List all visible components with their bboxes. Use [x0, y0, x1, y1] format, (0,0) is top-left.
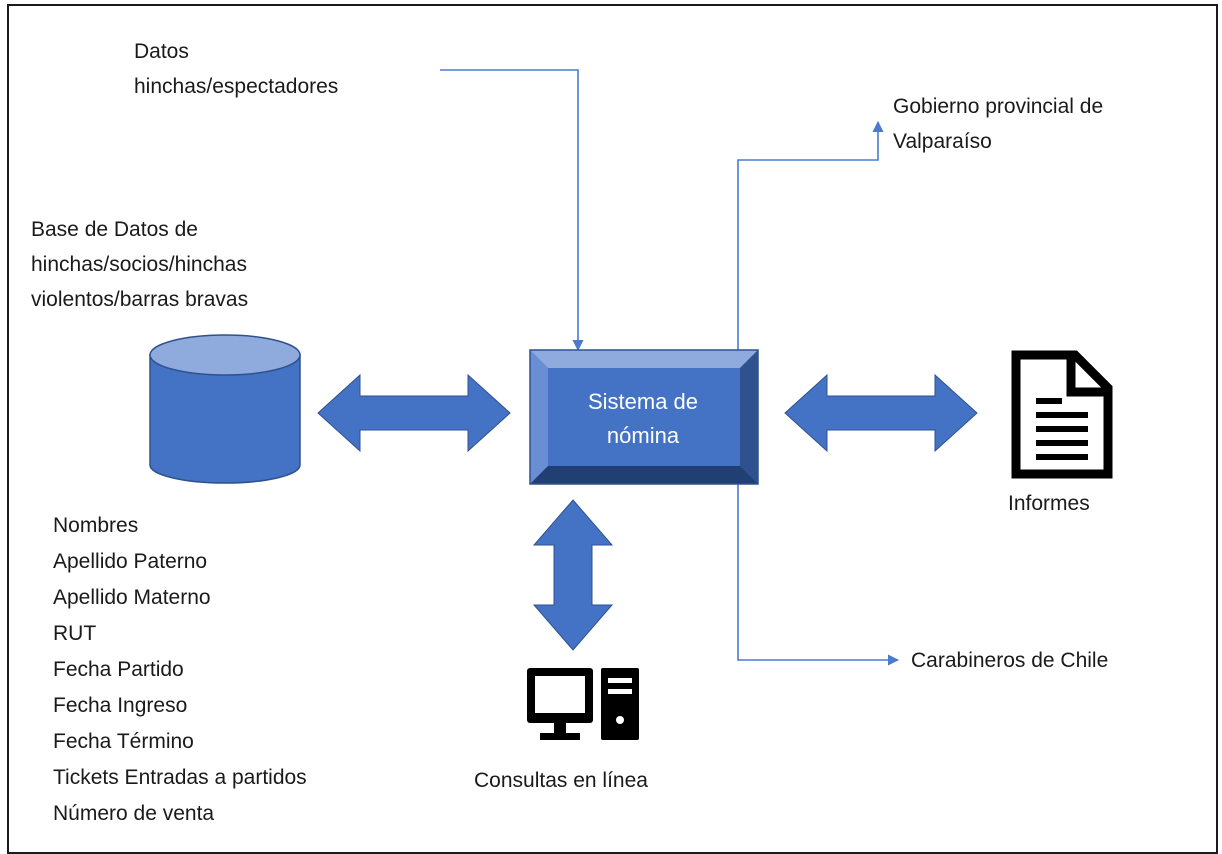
connector-input-to-system — [440, 69, 584, 352]
system-line-1: Sistema de — [587, 389, 699, 414]
connector-system-to-carabineros — [737, 484, 900, 666]
gobierno-line-1: Gobierno provincial de — [893, 95, 1104, 118]
database-label: Base de Datos de hinchas/socios/hinchas … — [31, 212, 248, 317]
input-data-line-2: hinchas/espectadores — [134, 75, 339, 98]
desktop-computer-icon — [527, 668, 639, 740]
list-item: Nombres — [53, 514, 139, 537]
connector-system-to-gobierno — [737, 120, 884, 350]
gobierno-line-2: Valparaíso — [893, 130, 992, 153]
database-line-1: Base de Datos de — [31, 218, 198, 241]
carabineros-label: Carabineros de Chile — [911, 649, 1109, 672]
database-line-2: hinchas/socios/hinchas — [31, 253, 247, 276]
database-line-3: violentos/barras bravas — [31, 288, 249, 311]
list-item: Fecha Término — [53, 730, 194, 753]
reports-label: Informes — [1008, 492, 1090, 515]
system-line-2: nómina — [606, 423, 680, 448]
list-item: Apellido Paterno — [53, 550, 208, 573]
double-arrow-database-system — [317, 373, 511, 453]
system-label: Sistema de nómina — [548, 370, 738, 468]
input-data-line-1: Datos — [134, 40, 189, 63]
gobierno-label: Gobierno provincial de Valparaíso — [893, 89, 1103, 159]
list-item: RUT — [53, 622, 97, 645]
system-box — [529, 349, 759, 485]
document-icon — [1011, 350, 1113, 479]
list-item: Tickets Entradas a partidos — [53, 766, 307, 789]
list-item: Número de venta — [53, 802, 215, 825]
list-item: Fecha Partido — [53, 658, 184, 681]
input-data-label: Datos hinchas/espectadores — [134, 34, 338, 104]
list-item: Fecha Ingreso — [53, 694, 188, 717]
double-arrow-system-reports — [784, 373, 978, 453]
double-arrow-system-online — [532, 499, 614, 651]
list-item: Apellido Materno — [53, 586, 211, 609]
online-queries-label: Consultas en línea — [474, 769, 648, 792]
database-cylinder-icon — [149, 334, 301, 484]
database-field-list: Nombres Apellido Paterno Apellido Matern… — [53, 508, 307, 832]
